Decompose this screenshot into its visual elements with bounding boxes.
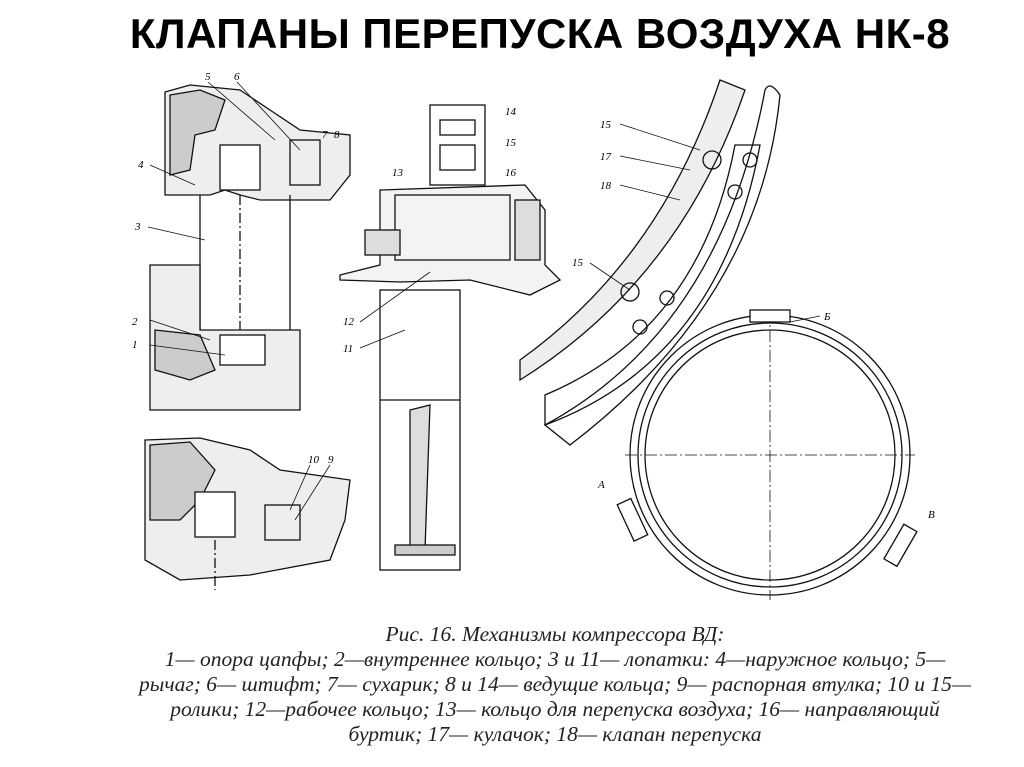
technical-drawing: 5 6 7 8 4 3 2 1 10 9 14 15 16 13 12 11 1… <box>132 71 935 600</box>
caption-line: ролики; 12—рабочее кольцо; 13— кольцо дл… <box>170 697 940 721</box>
label-5: 5 <box>205 71 211 83</box>
figure-caption: Рис. 16. Механизмы компрессора ВД: 1— оп… <box>70 622 1024 747</box>
label-8: 8 <box>334 129 340 141</box>
label-15-lower: 15 <box>572 257 584 269</box>
label-13: 13 <box>392 167 404 179</box>
label-1: 1 <box>132 339 138 351</box>
label-6: 6 <box>234 71 240 83</box>
valve-arc-assembly <box>519 79 781 446</box>
label-V: В <box>928 509 935 521</box>
caption-title: Рис. 16. Механизмы компрессора ВД: <box>385 622 725 646</box>
label-2: 2 <box>132 316 138 328</box>
caption-line: рычаг; 6— штифт; 7— сухарик; 8 и 14— вед… <box>139 672 971 696</box>
label-B-cyr: Б <box>823 311 831 323</box>
label-9: 9 <box>328 454 334 466</box>
slide-title: КЛАПАНЫ ПЕРЕПУСКА ВОЗДУХА НК-8 <box>129 10 951 57</box>
label-15: 15 <box>505 137 517 149</box>
label-3: 3 <box>134 221 141 233</box>
ring-assembly <box>616 309 918 600</box>
label-15-upper: 15 <box>600 119 612 131</box>
label-18: 18 <box>600 180 612 192</box>
caption-line: 1— опора цапфы; 2—внутреннее кольцо; 3 и… <box>164 647 946 671</box>
label-A: А <box>597 479 605 491</box>
label-10: 10 <box>308 454 320 466</box>
label-4: 4 <box>138 159 144 171</box>
label-12: 12 <box>343 316 355 328</box>
upper-left-assembly <box>149 84 351 411</box>
label-17: 17 <box>600 151 612 163</box>
label-14: 14 <box>505 106 517 118</box>
caption-line: буртик; 17— кулачок; 18— клапан перепуск… <box>348 722 762 746</box>
label-7: 7 <box>322 129 328 141</box>
label-16: 16 <box>505 167 517 179</box>
label-11: 11 <box>343 343 353 355</box>
lower-left-assembly <box>144 437 351 590</box>
center-assembly <box>339 104 562 571</box>
